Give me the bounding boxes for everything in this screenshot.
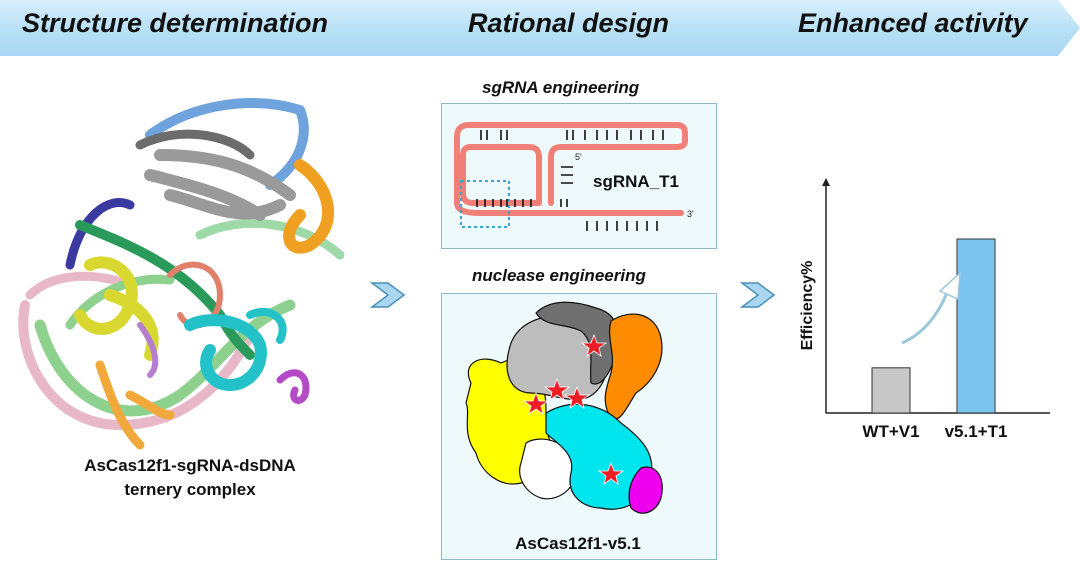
sgrna-panel-title: sgRNA engineering <box>482 78 640 97</box>
stage-title-structure: Structure determination <box>22 8 329 38</box>
y-axis-arrow-icon <box>822 178 830 186</box>
three-prime-label: 3' <box>687 209 694 219</box>
mutation-star-icon <box>563 385 591 409</box>
mutation-star-icon <box>543 377 571 401</box>
mutation-star-icon <box>580 333 608 357</box>
structure-caption-line2: ternery complex <box>124 480 256 499</box>
structure-caption-line1: AsCas12f1-sgRNA-dsDNA <box>84 456 296 475</box>
stage-title-design: Rational design <box>468 8 670 38</box>
mutation-star-icon <box>522 391 550 415</box>
trend-arrow-icon <box>901 284 952 345</box>
mutation-star-icon <box>597 461 625 485</box>
bar-WT+V1 <box>871 367 911 414</box>
five-prime-label: 5' <box>575 152 582 162</box>
chevron-arrow-icon <box>369 282 406 308</box>
sgrna-label: sgRNA_T1 <box>593 172 679 191</box>
nuclease-caption: AsCas12f1-v5.1 <box>515 534 641 553</box>
x-tick-label: WT+V1 <box>862 422 919 441</box>
bar-v5.1+T1 <box>956 238 996 414</box>
ternary-complex-structure-image <box>18 98 345 450</box>
workflow-banner <box>0 0 1080 56</box>
y-axis-label: Efficiency% <box>799 261 816 351</box>
trend-arrowhead-icon <box>938 271 961 301</box>
chevron-arrow-icon <box>739 282 776 308</box>
nuclease-surface-diagram <box>465 301 663 514</box>
nuclease-panel-title: nuclease engineering <box>472 266 646 285</box>
sgrna-structure-diagram: 3' 5' sgRNA_T1 <box>454 122 694 231</box>
efficiency-bar-chart: Efficiency% WT+V1 v5.1+T1 <box>799 178 1050 441</box>
stage-title-activity: Enhanced activity <box>798 8 1028 38</box>
x-tick-label: v5.1+T1 <box>945 422 1008 441</box>
